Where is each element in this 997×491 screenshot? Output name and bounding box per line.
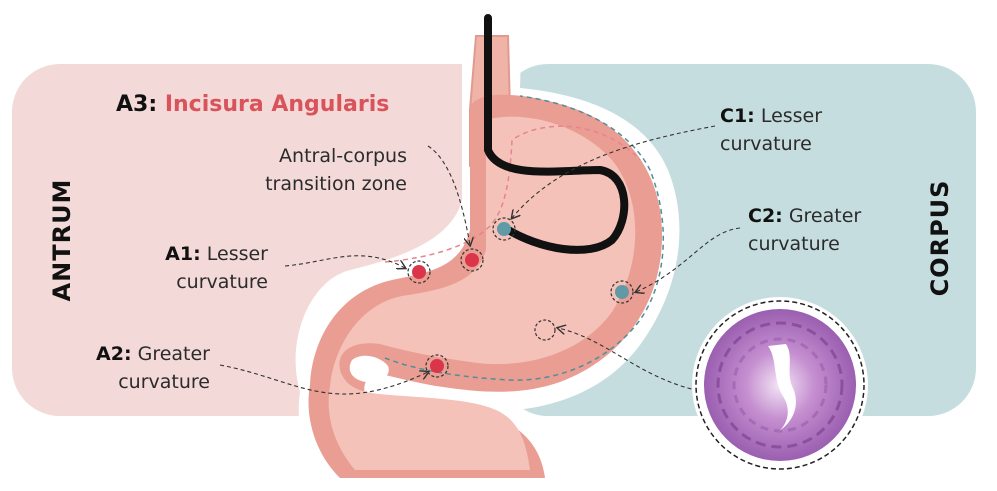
region-label-antrum: ANTRUM	[48, 178, 76, 302]
leader-histology	[558, 328, 706, 393]
title-a3-text: Incisura Angularis	[164, 92, 390, 117]
leader-c1	[512, 125, 716, 218]
label-c1-line1: Lesser	[760, 105, 823, 127]
marker-a1[interactable]	[407, 260, 431, 284]
stomach-inner	[328, 116, 636, 470]
label-a2-line1: Greater	[137, 343, 210, 365]
transition-line1: Antral-corpus	[279, 145, 407, 167]
marker-corpus-empty[interactable]	[534, 319, 556, 341]
title-a3: A3: Incisura Angularis	[116, 92, 389, 117]
marker-c2[interactable]	[610, 280, 634, 304]
label-c1-line2: curvature	[720, 133, 812, 155]
marker-transition[interactable]	[492, 217, 516, 241]
leader-a1	[284, 255, 405, 268]
leader-a2	[219, 364, 428, 395]
transition-line2: transition zone	[265, 173, 407, 195]
lesser-curvature-line	[384, 125, 641, 263]
label-c2-line2: curvature	[748, 233, 840, 255]
label-a2: A2: Greater curvature	[60, 340, 210, 396]
leader-c2	[636, 227, 741, 292]
label-a2-code: A2:	[96, 343, 132, 365]
label-a1-line1: Lesser	[206, 243, 268, 265]
endoscope	[484, 14, 629, 254]
greater-curvature-line	[384, 95, 664, 381]
label-c2-line1: Greater	[788, 205, 862, 227]
label-a1: A1: Lesser curvature	[130, 240, 268, 296]
histology-image	[692, 297, 868, 473]
label-a1-line2: curvature	[176, 271, 268, 293]
title-a3-code: A3:	[116, 92, 158, 117]
label-a1-code: A1:	[165, 243, 201, 265]
label-c2-code: C2:	[748, 205, 783, 227]
label-a2-line2: curvature	[118, 371, 210, 393]
label-c1-code: C1:	[720, 105, 755, 127]
label-transition-zone: Antral-corpus transition zone	[210, 142, 407, 198]
marker-a2[interactable]	[425, 354, 449, 378]
pylorus	[349, 355, 389, 383]
marker-a3[interactable]	[460, 248, 484, 272]
leader-a3	[427, 145, 470, 245]
region-label-corpus: CORPUS	[926, 179, 954, 297]
label-c1: C1: Lesser curvature	[720, 102, 822, 158]
label-c2: C2: Greater curvature	[748, 202, 861, 258]
